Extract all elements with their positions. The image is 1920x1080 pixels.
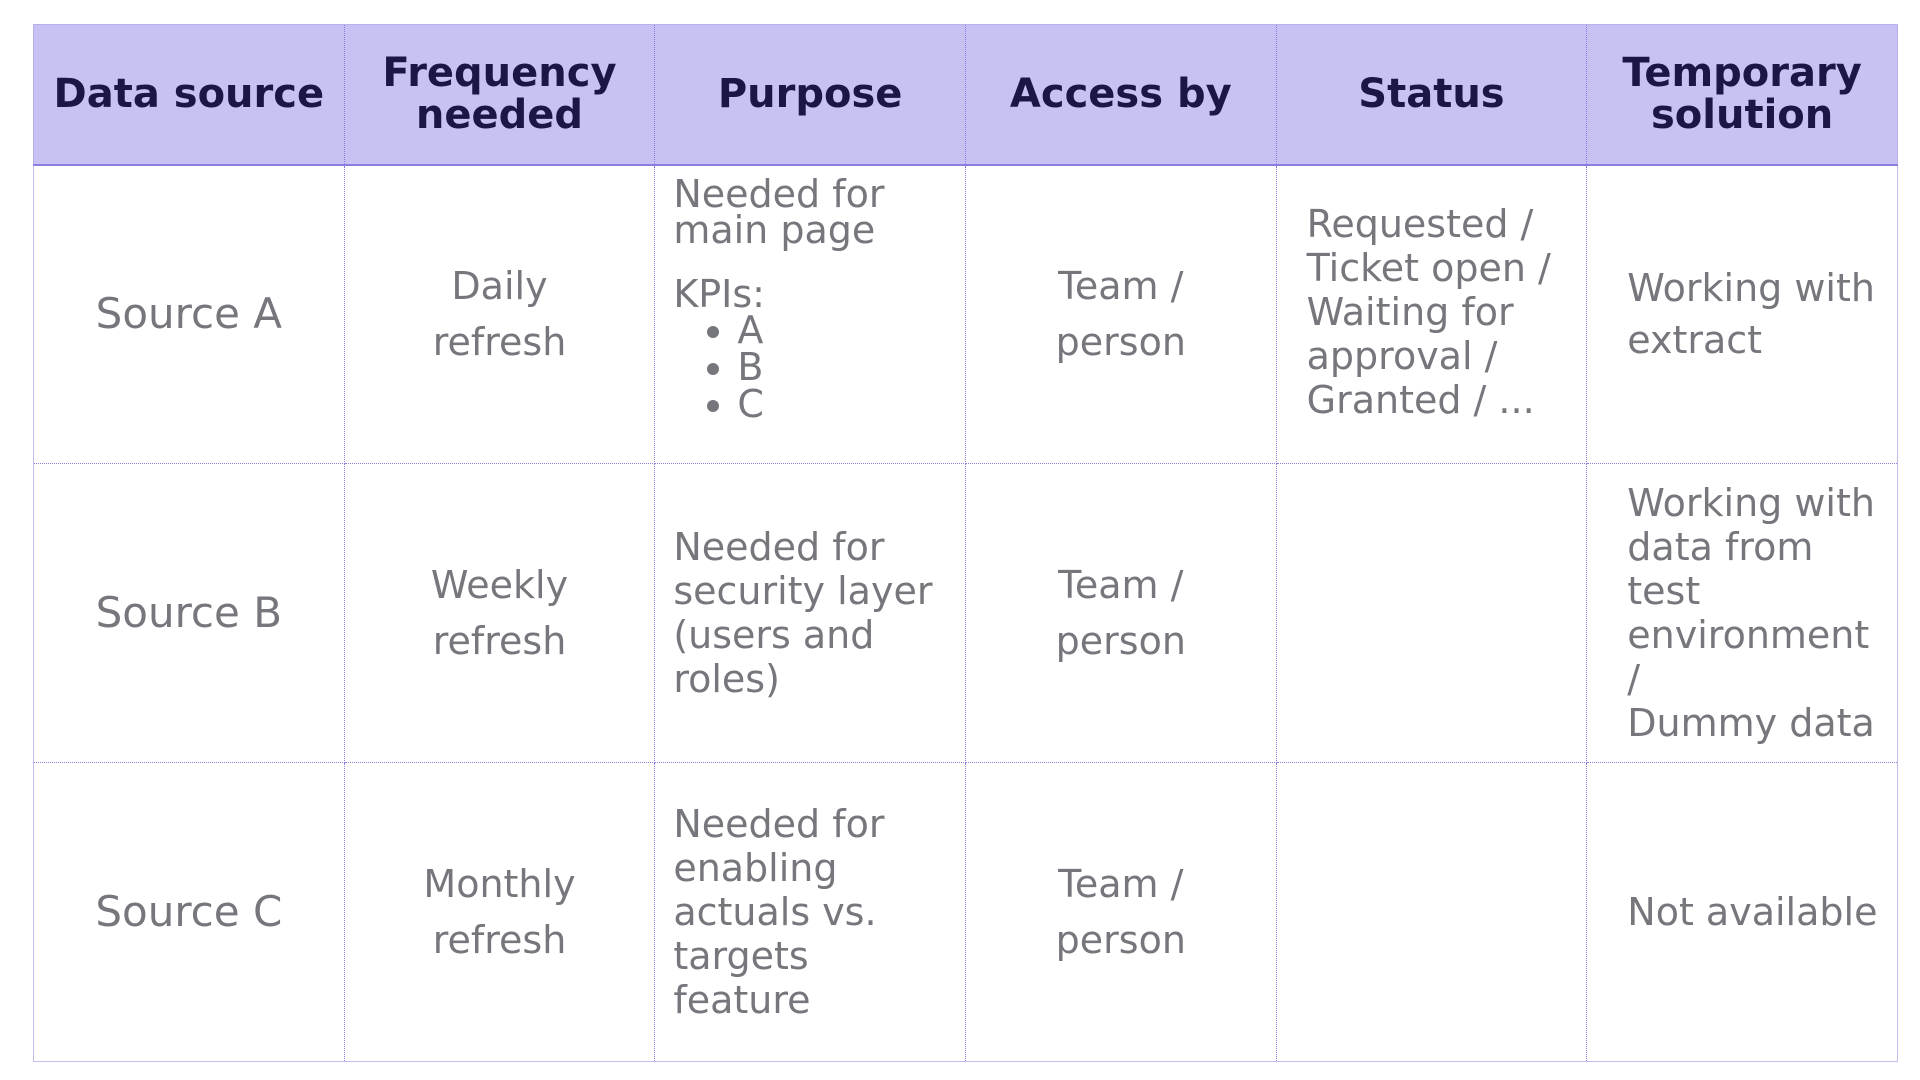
purpose-b-line2: security layer xyxy=(673,569,933,613)
cell-purpose-c: Needed for enabling actuals vs. targets … xyxy=(654,762,966,1062)
header-temporary-label-line2: solution xyxy=(1650,92,1834,139)
cell-source-a: Source A xyxy=(33,164,345,464)
frequency-b-line2: refresh xyxy=(432,619,567,663)
cell-purpose-b: Needed for security layer (users and rol… xyxy=(654,463,966,763)
table-row-source-a: Source A Daily refresh Needed for main p… xyxy=(33,164,1898,464)
header-access-label: Access by xyxy=(1009,71,1232,118)
access-c-line2: person xyxy=(1055,918,1186,962)
header-purpose: Purpose xyxy=(654,24,966,166)
purpose-c-line4: targets feature xyxy=(673,934,811,1022)
purpose-a-line2: main page xyxy=(673,207,876,252)
header-purpose-label: Purpose xyxy=(717,71,903,118)
cell-access-c: Team / person xyxy=(964,762,1277,1062)
cell-frequency-c: Monthly refresh xyxy=(343,762,656,1062)
table-row-source-b: Source B Weekly refresh Needed for secur… xyxy=(33,463,1898,763)
temporary-b-line2: data from test xyxy=(1627,525,1814,613)
status-a-line3: Waiting for xyxy=(1306,289,1514,334)
access-a-line1: Team / xyxy=(1058,264,1184,309)
temporary-b-line3: environment / xyxy=(1627,613,1870,701)
purpose-b-line1: Needed for xyxy=(673,525,885,569)
frequency-b-line1: Weekly xyxy=(430,563,569,607)
header-access-by: Access by xyxy=(964,24,1277,166)
frequency-a-line1: Daily xyxy=(451,264,548,309)
header-data-source-label: Data source xyxy=(53,71,325,118)
temporary-a-line1: Working with xyxy=(1627,266,1875,311)
kpi-item-a: A xyxy=(737,311,965,349)
cell-status-c xyxy=(1275,762,1588,1062)
cell-frequency-a: Daily refresh xyxy=(343,164,656,464)
header-temporary-label-line1: Temporary xyxy=(1622,50,1862,97)
header-temporary-solution: Temporary solution xyxy=(1586,24,1898,166)
kpi-item-c: C xyxy=(737,385,965,423)
source-c-label: Source C xyxy=(95,887,283,936)
header-frequency-needed: Frequency needed xyxy=(343,24,656,166)
access-b-line1: Team / xyxy=(1058,563,1184,607)
cell-temporary-b: Working with data from test environment … xyxy=(1586,463,1898,763)
temporary-b-line1: Working with xyxy=(1627,481,1875,525)
cell-temporary-c: Not available xyxy=(1586,762,1898,1062)
purpose-b-line4: roles) xyxy=(673,657,780,701)
header-data-source: Data source xyxy=(33,24,345,166)
source-a-label: Source A xyxy=(95,289,282,339)
cell-source-c: Source C xyxy=(33,762,345,1062)
status-a-line2: Ticket open / xyxy=(1306,245,1551,290)
cell-purpose-a: Needed for main page KPIs: A B C xyxy=(654,164,966,464)
temporary-a-line2: extract xyxy=(1627,318,1763,363)
header-status-label: Status xyxy=(1358,71,1505,118)
status-a-line5: Granted / ... xyxy=(1306,377,1535,422)
data-sources-table-container: Data source Frequency needed Purpose Acc… xyxy=(33,24,1898,1062)
data-sources-table: Data source Frequency needed Purpose Acc… xyxy=(33,24,1898,1062)
frequency-a-line2: refresh xyxy=(432,320,567,365)
cell-source-b: Source B xyxy=(33,463,345,763)
cell-access-b: Team / person xyxy=(964,463,1277,763)
header-status: Status xyxy=(1275,24,1588,166)
cell-status-b xyxy=(1275,463,1588,763)
source-b-label: Source B xyxy=(95,588,283,637)
temporary-b-line4: Dummy data xyxy=(1627,701,1875,745)
table-row-source-c: Source C Monthly refresh Needed for enab… xyxy=(33,762,1898,1062)
header-frequency-label-line1: Frequency xyxy=(382,50,617,97)
purpose-b-line3: (users and xyxy=(673,613,875,657)
purpose-c-line2: enabling xyxy=(673,846,838,890)
status-a-line4: approval / xyxy=(1306,333,1498,378)
cell-temporary-a: Working with extract xyxy=(1586,164,1898,464)
purpose-c-line1: Needed for xyxy=(673,802,885,846)
frequency-c-line1: Monthly xyxy=(423,862,576,906)
cell-status-a: Requested / Ticket open / Waiting for ap… xyxy=(1275,164,1588,464)
purpose-a-line1: Needed for xyxy=(673,171,885,216)
temporary-c-line1: Not available xyxy=(1627,890,1878,934)
access-b-line2: person xyxy=(1055,619,1186,663)
frequency-c-line2: refresh xyxy=(432,918,567,962)
cell-frequency-b: Weekly refresh xyxy=(343,463,656,763)
kpi-item-b: B xyxy=(737,348,965,386)
status-a-line1: Requested / xyxy=(1306,201,1534,246)
table-header-row: Data source Frequency needed Purpose Acc… xyxy=(33,24,1898,166)
header-frequency-label-line2: needed xyxy=(415,92,584,139)
purpose-a-kpi-label: KPIs: xyxy=(673,271,765,316)
kpi-list: A B C xyxy=(673,311,965,423)
cell-access-a: Team / person xyxy=(964,164,1277,464)
access-a-line2: person xyxy=(1055,320,1186,365)
access-c-line1: Team / xyxy=(1058,862,1184,906)
purpose-c-line3: actuals vs. xyxy=(673,890,877,934)
